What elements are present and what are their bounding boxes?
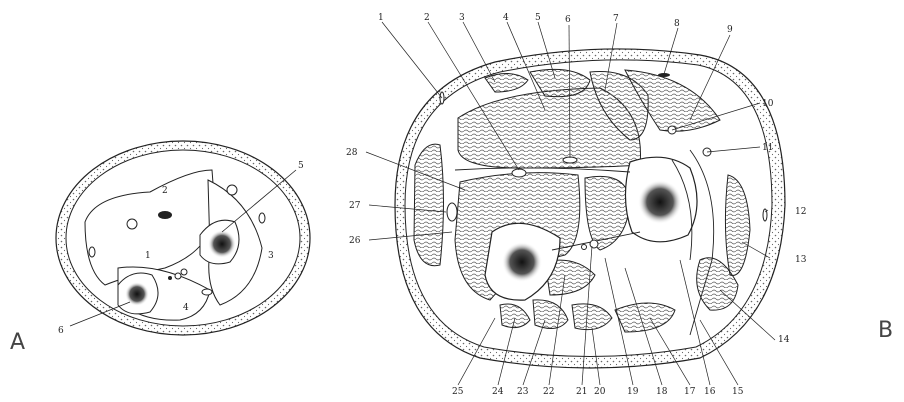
- label-b-19: 19: [627, 387, 639, 397]
- label-a-3: 3: [268, 251, 274, 261]
- label-b-28: 28: [346, 148, 358, 158]
- label-b-20: 20: [594, 387, 606, 397]
- label-b-6: 6: [565, 15, 571, 25]
- label-b-25: 25: [452, 387, 464, 397]
- label-a-6: 6: [58, 326, 64, 336]
- label-a-1: 1: [145, 251, 151, 261]
- panel-b-drawing: [366, 22, 785, 385]
- label-b-11: 11: [762, 143, 773, 153]
- label-b-3: 3: [459, 13, 465, 23]
- label-b-7: 7: [613, 14, 619, 24]
- label-b-17: 17: [684, 387, 696, 397]
- label-b-2: 2: [424, 13, 430, 23]
- label-b-14: 14: [778, 335, 790, 345]
- label-b-5: 5: [535, 13, 541, 23]
- label-b-15: 15: [732, 387, 744, 397]
- label-b-4: 4: [503, 13, 509, 23]
- label-b-27: 27: [349, 201, 361, 211]
- panel-letter-b: B: [878, 318, 893, 343]
- label-b-10: 10: [762, 99, 774, 109]
- label-b-16: 16: [704, 387, 716, 397]
- label-b-1: 1: [378, 13, 384, 23]
- label-a-2: 2: [162, 186, 168, 196]
- label-a-4: 4: [183, 303, 189, 313]
- label-b-9: 9: [727, 25, 733, 35]
- label-b-13: 13: [795, 255, 807, 265]
- label-b-24: 24: [492, 387, 504, 397]
- panel-letter-a: A: [10, 330, 25, 355]
- label-b-21: 21: [576, 387, 587, 397]
- label-b-26: 26: [349, 236, 361, 246]
- label-b-18: 18: [656, 387, 668, 397]
- label-b-8: 8: [674, 19, 680, 29]
- label-b-12: 12: [795, 207, 806, 217]
- label-a-5: 5: [298, 161, 304, 171]
- label-b-22: 22: [543, 387, 554, 397]
- label-b-23: 23: [517, 387, 529, 397]
